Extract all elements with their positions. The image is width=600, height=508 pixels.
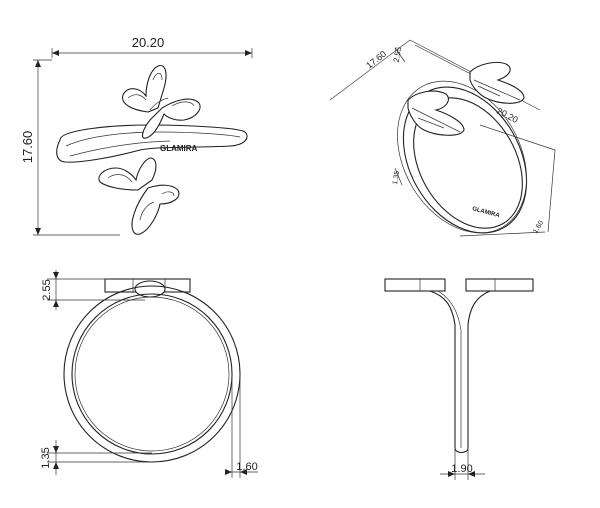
isometric-view: 17.60 2.55 20.20 1.35 1.60 GLAMIRA bbox=[329, 39, 556, 237]
bottom-thickness-label: 1.35 bbox=[40, 447, 52, 468]
top-view: 2.55 1.35 1.60 bbox=[40, 270, 258, 478]
front-height-label: 17.60 bbox=[20, 131, 35, 164]
iso-side-label: 1.60 bbox=[532, 220, 545, 235]
iso-small-label: 2.55 bbox=[392, 46, 404, 63]
iso-width-label: 20.20 bbox=[495, 106, 520, 125]
side-view: 1.90 bbox=[384, 278, 534, 480]
front-width-label: 20.20 bbox=[132, 35, 165, 50]
front-engraving: GLAMIRA bbox=[160, 144, 198, 153]
side-thickness-label: 1.60 bbox=[236, 461, 257, 473]
iso-engraving: GLAMIRA bbox=[471, 206, 500, 219]
front-view: 20.20 17.60 GLAMIRA bbox=[20, 35, 253, 236]
iso-height-label: 17.60 bbox=[364, 49, 388, 71]
side-bottom-label: 1.90 bbox=[451, 463, 472, 475]
iso-band-label: 1.35 bbox=[392, 170, 401, 185]
top-thickness-label: 2.55 bbox=[41, 279, 53, 300]
